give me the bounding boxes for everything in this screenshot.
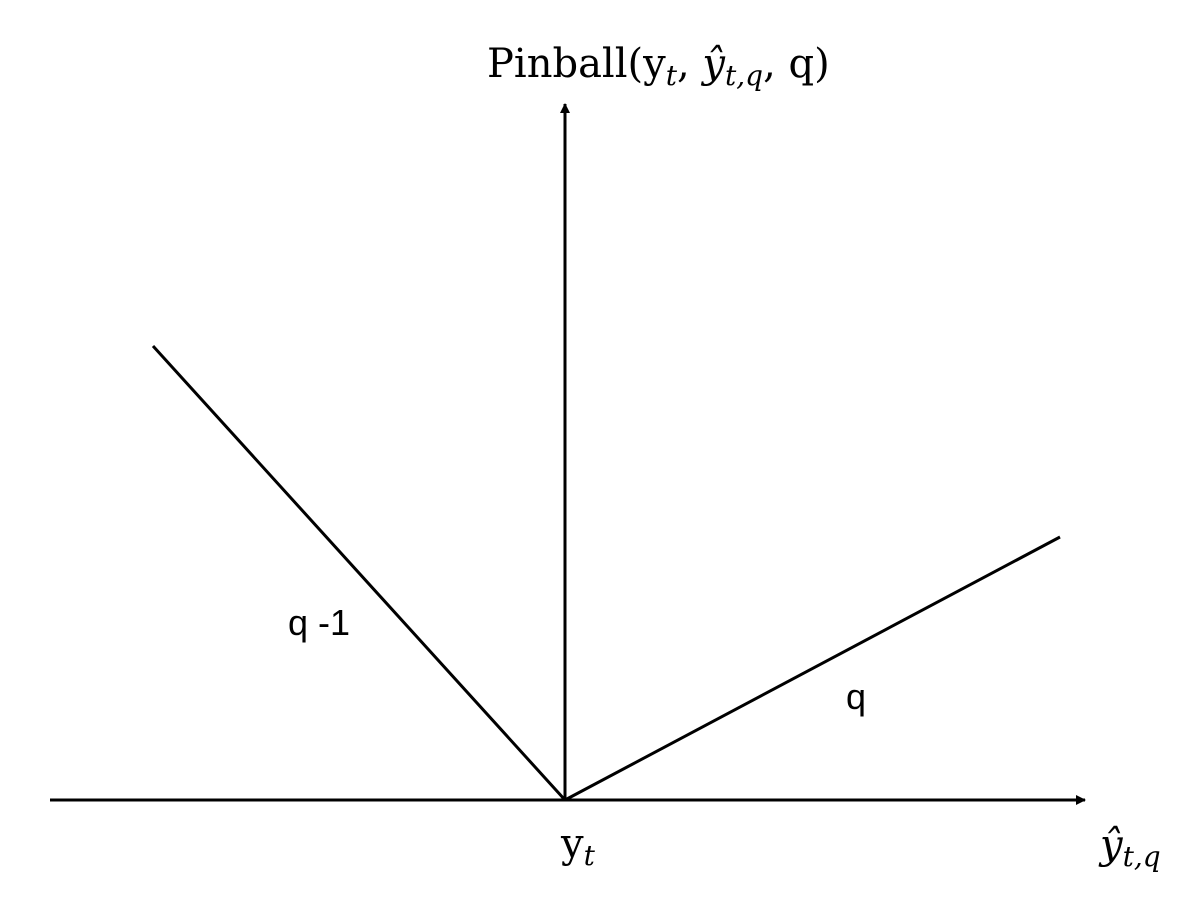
right-loss-line [564,535,1061,802]
x-axis-label-sub: t,q [1123,840,1161,873]
y-axis-label-sub2: t,q [725,59,763,92]
x-axis-label-yhat: ŷ [1098,822,1124,868]
y-axis-label: Pinball(yt, ŷt,q, q) [487,41,830,92]
origin-label: yt [560,821,596,872]
y-axis-label-yhat: ŷ [700,41,726,87]
origin-label-sub: t [584,839,596,872]
origin-label-main: y [560,821,584,867]
y-axis-label-prefix: Pinball(y [487,41,666,87]
x-axis-label: ŷt,q [1098,822,1161,873]
y-axis-label-sub1: t [666,59,678,92]
left-loss-line [151,344,567,802]
y-axis-label-sep2: , q) [763,41,830,87]
left-slope-label: q -1 [288,602,350,643]
right-slope-label: q [846,676,866,717]
y-axis-label-sep1: , [677,41,702,87]
